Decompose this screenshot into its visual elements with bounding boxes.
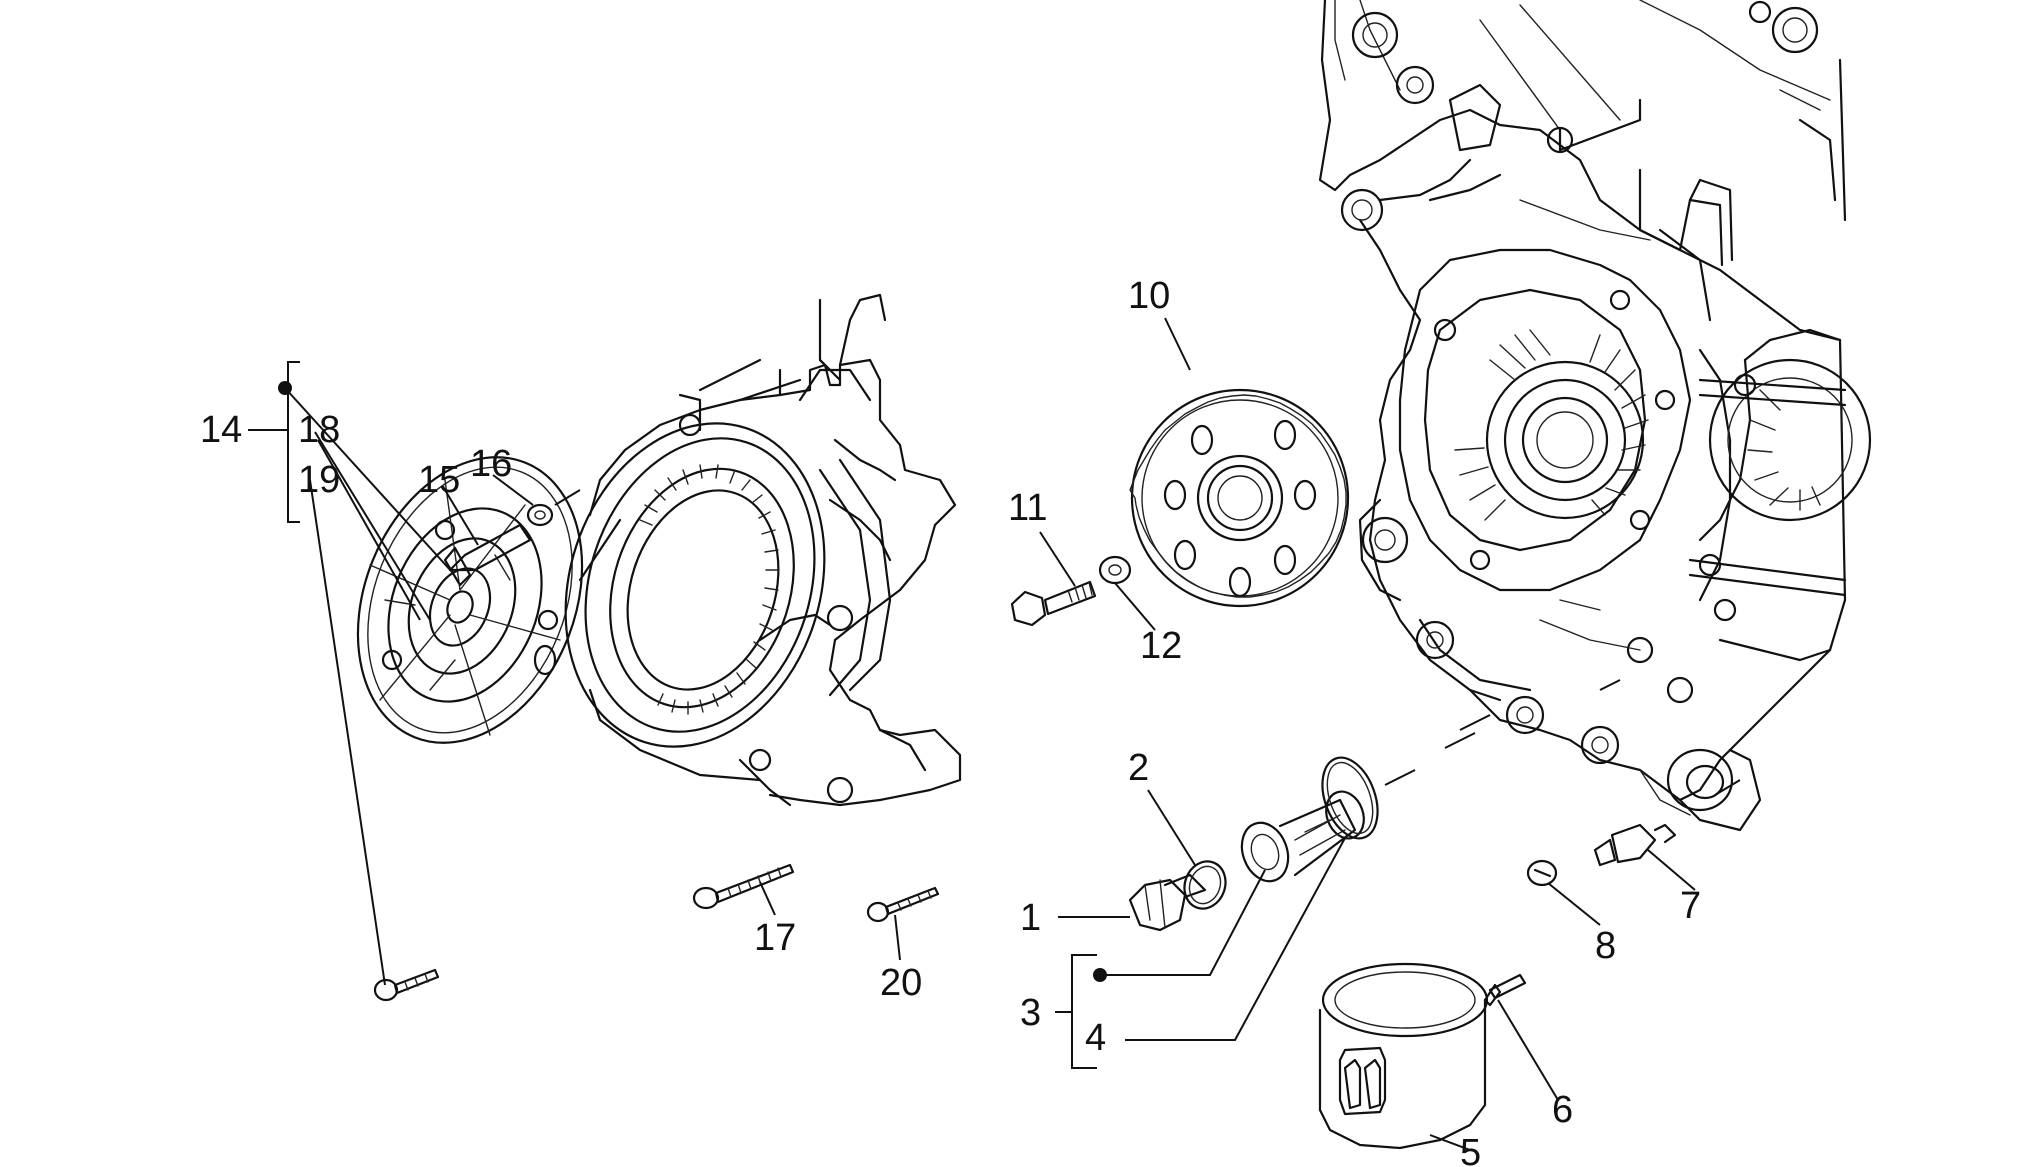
label-2: 2 xyxy=(1128,747,1149,789)
washer-16 xyxy=(526,503,554,527)
group-dot-14 xyxy=(278,381,292,395)
o-ring-2 xyxy=(1183,860,1227,910)
oil-pressure-sensor-7 xyxy=(1593,823,1677,867)
label-12: 12 xyxy=(1140,625,1182,667)
oil-filter-strainer xyxy=(1240,790,1365,883)
oil-pump-sprocket xyxy=(1129,388,1350,608)
clip-8 xyxy=(1526,859,1558,887)
label-15: 15 xyxy=(418,459,460,501)
label-7: 7 xyxy=(1680,885,1701,927)
crankcase-housing xyxy=(1318,0,1872,832)
label-14: 14 xyxy=(200,409,242,451)
drain-plug-1 xyxy=(1128,873,1207,932)
label-5: 5 xyxy=(1460,1132,1481,1167)
label-3: 3 xyxy=(1020,992,1041,1034)
fan-shroud-housing xyxy=(564,293,962,807)
oil-filter-5 xyxy=(1318,962,1489,1150)
o-ring-4 xyxy=(1321,756,1379,840)
group-dot-3 xyxy=(1093,968,1107,982)
washer-12 xyxy=(1098,555,1132,585)
label-6: 6 xyxy=(1552,1089,1573,1131)
stud-6 xyxy=(1483,973,1527,1007)
label-11: 11 xyxy=(1008,487,1047,529)
label-4: 4 xyxy=(1085,1017,1106,1059)
label-20: 20 xyxy=(880,962,922,1004)
screw-20 xyxy=(866,886,940,923)
bolt-11 xyxy=(1010,580,1097,627)
leader-lines xyxy=(248,317,1696,1151)
screw-17 xyxy=(692,863,795,910)
screw-19 xyxy=(373,968,440,1002)
label-10: 10 xyxy=(1128,275,1170,317)
label-18: 18 xyxy=(298,409,340,451)
flywheel-cover-grille xyxy=(356,456,584,744)
label-16: 16 xyxy=(470,443,512,485)
label-19: 19 xyxy=(298,459,340,501)
label-17: 17 xyxy=(754,917,796,959)
label-1: 1 xyxy=(1020,897,1041,939)
screw-15 xyxy=(443,523,532,587)
label-8: 8 xyxy=(1595,925,1616,967)
